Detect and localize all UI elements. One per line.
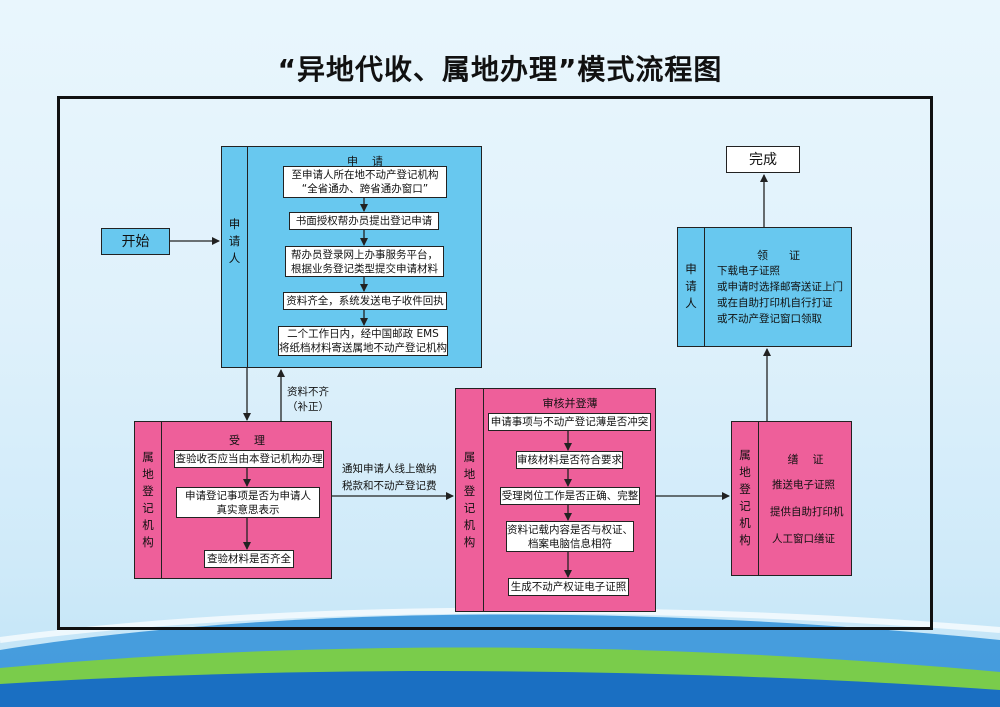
fee-notice-note: 通知申请人线上缴纳 税款和不动产登记费	[342, 463, 437, 492]
page-title: “异地代收、属地办理”模式流程图	[277, 53, 723, 86]
collect-line-3: 或在自助打印机自行打证	[717, 297, 833, 309]
review-step-5: 生成不动产权证电子证照	[508, 578, 629, 596]
start-node: 开始	[101, 228, 170, 255]
accept-side-column	[134, 421, 162, 579]
review-step-1: 申请事项与不动产登记薄是否冲突	[488, 413, 651, 431]
apply-header: 申 请	[347, 155, 383, 168]
accept-step-1: 查验收否应当由本登记机构办理	[174, 450, 324, 468]
review-header: 审核并登薄	[542, 397, 598, 410]
accept-header: 受 理	[229, 434, 265, 447]
collect-line-2: 或申请时选择邮寄送证上门	[717, 281, 843, 293]
diagram-frame	[57, 96, 933, 630]
review-side-column	[455, 388, 484, 612]
finish-node: 完成	[726, 146, 800, 173]
collect-line-4: 或不动产登记窗口领取	[717, 313, 822, 325]
collect-side-column	[677, 227, 705, 347]
accept-side-label: 属 地 登 记 机 构	[142, 450, 154, 549]
apply-side-column	[221, 146, 248, 368]
apply-step-1: 至申请人所在地不动产登记机构 “全省通办、跨省通办窗口”	[283, 166, 447, 198]
issue-line-3: 人工窗口缮证	[772, 533, 835, 545]
issue-header: 缮 证	[787, 453, 824, 466]
missing-materials-note: 资料不齐 （补正）	[287, 386, 329, 413]
apply-step-3: 帮办员登录网上办事服务平台， 根据业务登记类型提交申请材料	[285, 246, 444, 277]
collect-panel	[677, 227, 852, 347]
issue-side-label: 属 地 登 记 机 构	[739, 448, 751, 547]
review-step-3: 受理岗位工作是否正确、完整	[500, 487, 640, 505]
apply-side-label: 申 请 人	[228, 217, 241, 265]
issue-line-1: 推送电子证照	[772, 479, 835, 491]
apply-step-2: 书面授权帮办员提出登记申请	[289, 212, 439, 230]
review-side-label: 属 地 登 记 机 构	[463, 450, 476, 549]
accept-step-2: 申请登记事项是否为申请人 真实意思表示	[176, 487, 320, 518]
review-step-2: 审核材料是否符合要求	[516, 451, 623, 469]
accept-step-3: 查验材料是否齐全	[204, 550, 294, 568]
collect-side-label: 申 请 人	[685, 262, 697, 310]
issue-side-column	[731, 421, 759, 576]
apply-step-4: 资料齐全，系统发送电子收件回执	[283, 292, 447, 310]
review-step-4: 资料记载内容是否与权证、 档案电脑信息相符	[506, 521, 634, 552]
collect-line-1: 下载电子证照	[717, 265, 780, 277]
issue-line-2: 提供自助打印机	[770, 506, 844, 518]
collect-header: 领 证	[757, 249, 800, 262]
apply-step-5: 二个工作日内，经中国邮政 EMS 将纸档材料寄送属地不动产登记机构	[278, 326, 448, 356]
issue-panel	[731, 421, 852, 576]
